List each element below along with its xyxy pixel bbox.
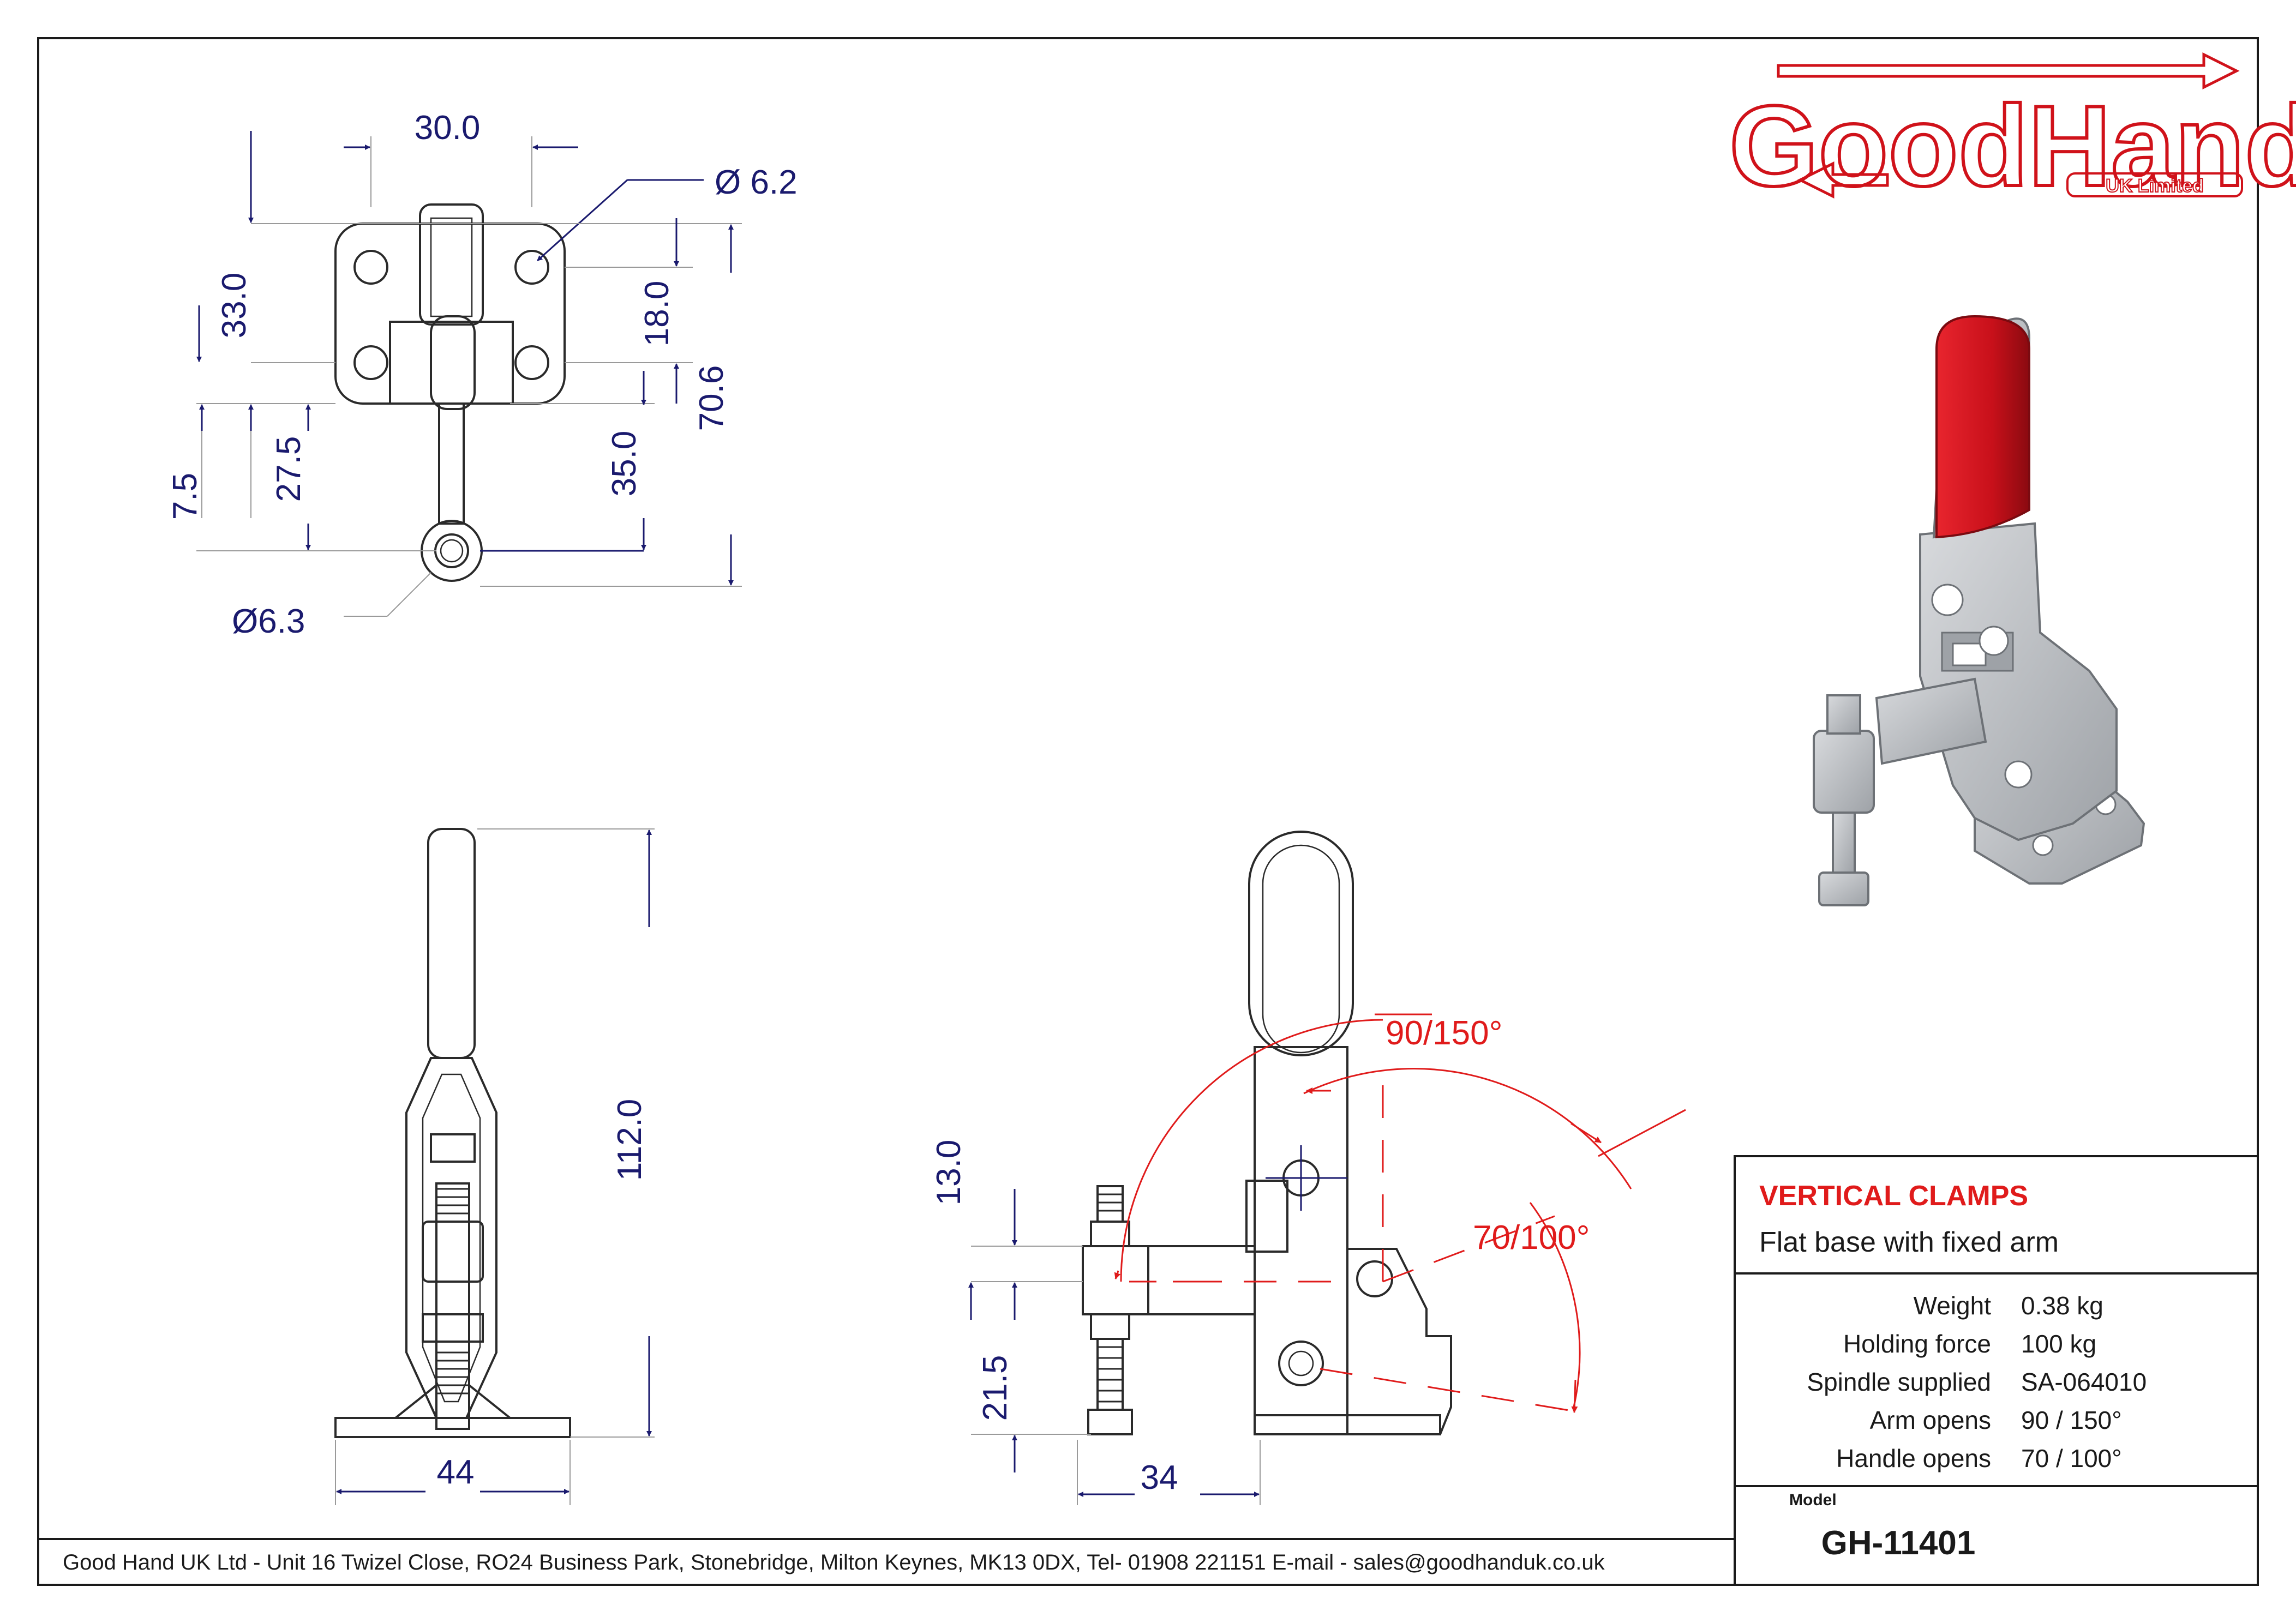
dim-35: 35.0: [606, 431, 643, 497]
logo-wordmark: GoodHand: [1729, 82, 2296, 210]
dim-112: 112.0: [611, 1099, 649, 1181]
category-title: VERTICAL CLAMPS: [1759, 1180, 2028, 1212]
product-render: [1813, 315, 2145, 906]
model-number: GH-11401: [1821, 1524, 1976, 1562]
spec-label-weight: Weight: [1914, 1291, 1992, 1320]
spec-label-arm-opens: Arm opens: [1870, 1406, 1991, 1434]
spec-label-spindle: Spindle supplied: [1807, 1368, 1991, 1396]
dim-7-5: 7.5: [166, 473, 204, 520]
dim-34: 34: [1141, 1459, 1178, 1496]
spec-value-handle-opens: 70 / 100°: [2021, 1444, 2122, 1472]
spec-value-weight: 0.38 kg: [2021, 1291, 2103, 1320]
top-view: 30.0 Ø 6.2 33.0 18.0 70.6 7.5 27.5 35.0: [166, 109, 798, 640]
footer-address: Good Hand UK Ltd - Unit 16 Twizel Close,…: [63, 1550, 1605, 1574]
logo-arrow-top: [1777, 52, 2240, 90]
spec-value-spindle: SA-064010: [2021, 1368, 2147, 1396]
goodhand-logo: GoodHand UK Limited: [1728, 52, 2296, 212]
dim-33: 33.0: [215, 273, 253, 339]
logo-sub-box: [2066, 172, 2243, 197]
dim-70-6: 70.6: [693, 365, 730, 431]
spec-label-holding-force: Holding force: [1843, 1330, 1991, 1358]
sheet-border: [37, 37, 2259, 1586]
front-view: 112.0 44: [334, 828, 655, 1505]
model-label: Model: [1789, 1491, 1837, 1509]
dim-13: 13.0: [930, 1140, 968, 1206]
logo-subtitle: UK Limited: [2106, 176, 2203, 196]
spec-label-handle-opens: Handle opens: [1836, 1444, 1991, 1472]
red-handle-grip: [1935, 315, 2030, 539]
title-block: VERTICAL CLAMPS Flat base with fixed arm…: [1734, 1155, 2259, 1586]
spec-value-holding-force: 100 kg: [2021, 1330, 2096, 1358]
dim-27-5: 27.5: [270, 436, 308, 502]
arm-angle-label: 90/150°: [1386, 1014, 1502, 1052]
logo-arrow-bottom: [1797, 161, 1889, 199]
spec-value-arm-opens: 90 / 150°: [2021, 1406, 2122, 1434]
dim-18: 18.0: [638, 281, 676, 347]
dim-44: 44: [437, 1453, 475, 1491]
dim-21-5: 21.5: [976, 1355, 1014, 1421]
side-view: 90/150° 70/100° 13.0 21.5 34: [930, 831, 1686, 1505]
handle-angle-label: 70/100°: [1473, 1219, 1590, 1257]
dim-hole-tip: Ø6.3: [232, 603, 305, 640]
dim-width: 30.0: [415, 109, 481, 147]
dim-hole-top: Ø 6.2: [715, 164, 798, 201]
category-description: Flat base with fixed arm: [1759, 1227, 2059, 1258]
